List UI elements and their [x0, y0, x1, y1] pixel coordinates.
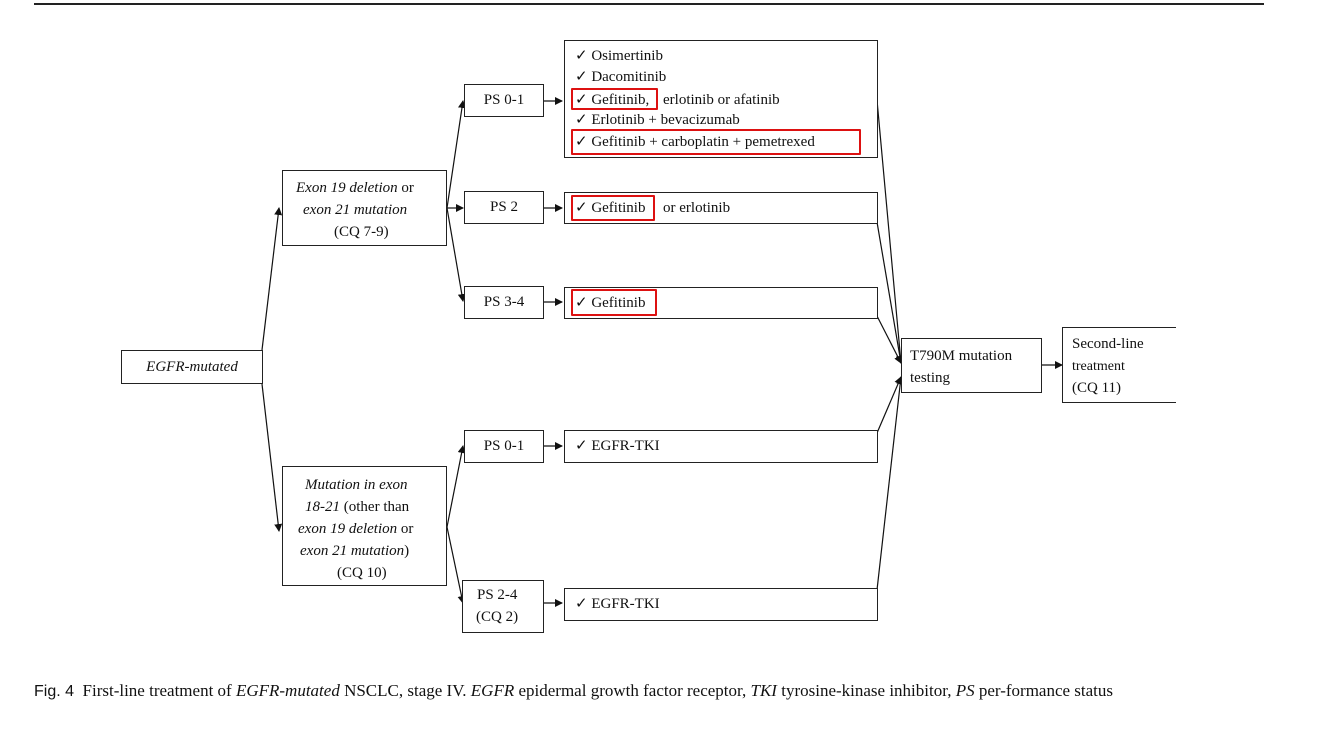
line-tx34-to-testing	[876, 315, 902, 364]
line-tx2-to-testing	[876, 221, 904, 364]
ps-label: PS 2-4	[477, 587, 518, 603]
treatment-box-unc-ps01: ✓ EGFR-TKI	[564, 430, 878, 463]
arrow-root-to-uncommon	[261, 383, 283, 532]
t790m-testing-box: T790M mutation testing	[901, 338, 1042, 393]
arrow-uncommon-to-ps01	[446, 445, 466, 528]
treatment-option: ✓ EGFR-TKI	[575, 596, 660, 612]
ps-box-common-01: PS 0-1	[464, 84, 544, 117]
line-unc24-to-testing	[876, 376, 905, 591]
treatment-option: ✓ Erlotinib + bevacizumab	[575, 112, 740, 128]
ps-box-common-2: PS 2	[464, 191, 544, 224]
highlight-gefitinib-ps2	[571, 195, 655, 221]
arrow-root-to-common	[261, 207, 283, 351]
ps-box-uncommon-24: PS 2-4 (CQ 2)	[462, 580, 544, 633]
highlight-gefitinib-ps01	[571, 88, 658, 110]
second-line-line3: (CQ 11)	[1072, 380, 1122, 396]
highlight-gefitinib-ps34	[571, 289, 657, 316]
ps-label: PS 2	[490, 199, 518, 215]
treatment-option: ✓ Gefitinib	[575, 200, 646, 216]
branch-uncommon-line5: (CQ 10)	[337, 565, 387, 581]
treatment-box-unc-ps24: ✓ EGFR-TKI	[564, 588, 878, 621]
treatment-box-ps2: ✓ Gefitinib or erlotinib	[564, 192, 878, 224]
testing-line2: testing	[910, 370, 950, 386]
treatment-option: ✓ Gefitinib + carboplatin + pemetrexed	[575, 134, 815, 150]
second-line-box: Second-line treatment (CQ 11)	[1062, 327, 1176, 403]
highlight-gefitinib-combo	[571, 129, 861, 155]
treatment-option: ✓ Osimertinib	[575, 48, 663, 64]
branch-common-line1: Exon 19 deletion or	[296, 180, 414, 196]
treatment-option-continued: erlotinib or afatinib	[663, 92, 780, 108]
ps-box-common-34: PS 3-4	[464, 286, 544, 319]
treatment-box-ps01: ✓ Osimertinib ✓ Dacomitinib ✓ Gefitinib,…	[564, 40, 878, 158]
branch-uncommon-box: Mutation in exon 18-21 (other than exon …	[282, 466, 447, 586]
treatment-option: ✓ EGFR-TKI	[575, 438, 660, 454]
branch-common-line2: exon 21 mutation	[303, 202, 408, 218]
ps-cq-label: (CQ 2)	[476, 609, 519, 625]
branch-common-line3: (CQ 7-9)	[334, 224, 389, 240]
treatment-option: ✓ Dacomitinib	[575, 69, 667, 85]
root-box: EGFR-mutated	[121, 350, 263, 384]
second-line-line2: treatment	[1072, 359, 1125, 374]
top-rule	[34, 3, 1264, 5]
figure-caption: Fig. 4 First-line treatment of EGFR-muta…	[34, 681, 1114, 700]
second-line-line1: Second-line	[1072, 336, 1144, 352]
branch-uncommon-line3: exon 19 deletion or	[298, 521, 414, 537]
treatment-option: ✓ Gefitinib,	[575, 92, 650, 108]
arrow-common-to-ps01	[446, 100, 466, 209]
branch-uncommon-line2: 18-21 (other than	[305, 499, 410, 515]
testing-line1: T790M mutation	[910, 348, 1013, 364]
branch-uncommon-line1: Mutation in exon	[305, 477, 408, 493]
ps-label: PS 0-1	[483, 92, 525, 108]
line-tx01-to-testing	[876, 99, 905, 364]
branch-common-box: Exon 19 deletion or exon 21 mutation (CQ…	[282, 170, 447, 246]
branch-uncommon-line4: exon 21 mutation)	[300, 543, 410, 559]
ps-label: PS 0-1	[483, 438, 525, 454]
figure-label: Fig. 4	[34, 683, 75, 700]
ps-label: PS 3-4	[483, 294, 525, 310]
treatment-option-continued: or erlotinib	[663, 200, 731, 216]
root-label: EGFR-mutated	[146, 358, 238, 375]
line-unc01-to-testing	[876, 376, 902, 434]
ps-box-uncommon-01: PS 0-1	[464, 430, 544, 463]
arrow-common-to-ps34	[446, 207, 466, 302]
treatment-box-ps34: ✓ Gefitinib	[564, 287, 878, 319]
arrow-uncommon-to-ps24	[446, 526, 466, 604]
treatment-option: ✓ Gefitinib	[575, 295, 646, 311]
